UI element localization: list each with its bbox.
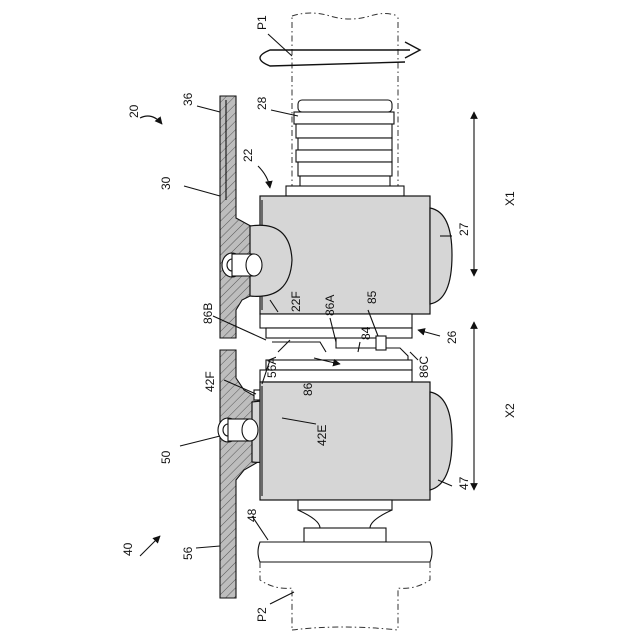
label-20: 20 bbox=[127, 104, 141, 118]
label-p2: P2 bbox=[255, 607, 269, 622]
label-48: 48 bbox=[245, 508, 259, 522]
label-x1: X1 bbox=[503, 191, 517, 206]
lower-spool-48 bbox=[258, 500, 432, 562]
arrow-22 bbox=[258, 166, 270, 188]
label-36: 36 bbox=[181, 92, 195, 106]
label-27: 27 bbox=[457, 222, 471, 236]
label-86c: 86C bbox=[417, 356, 431, 378]
label-86a: 86A bbox=[323, 295, 337, 316]
label-28: 28 bbox=[255, 96, 269, 110]
label-42e: 42E bbox=[315, 425, 329, 446]
threaded-fitting-28 bbox=[294, 100, 394, 194]
label-47: 47 bbox=[457, 476, 471, 490]
label-42f: 42F bbox=[203, 371, 217, 392]
connection-26 bbox=[260, 314, 412, 382]
label-50: 50 bbox=[159, 450, 173, 464]
upper-bracket-36 bbox=[220, 96, 258, 338]
arrow-20 bbox=[140, 116, 162, 124]
label-22f: 22F bbox=[289, 291, 303, 312]
label-40: 40 bbox=[121, 542, 135, 556]
arrow-26 bbox=[418, 330, 440, 336]
label-p1: P1 bbox=[255, 15, 269, 30]
arrow-40 bbox=[140, 536, 160, 556]
label-86: 86 bbox=[301, 382, 315, 396]
lower-valve-body bbox=[260, 382, 452, 500]
label-56a: 56A bbox=[265, 357, 279, 378]
label-56: 56 bbox=[181, 546, 195, 560]
rotation-arrow bbox=[260, 42, 420, 66]
label-85: 85 bbox=[365, 290, 379, 304]
label-86b: 86B bbox=[201, 303, 215, 324]
label-30: 30 bbox=[159, 176, 173, 190]
upper-neck bbox=[286, 186, 404, 196]
lower-bracket-56 bbox=[220, 350, 258, 598]
label-22: 22 bbox=[241, 148, 255, 162]
label-x2: X2 bbox=[503, 403, 517, 418]
label-84: 84 bbox=[359, 326, 373, 340]
label-26: 26 bbox=[445, 330, 459, 344]
